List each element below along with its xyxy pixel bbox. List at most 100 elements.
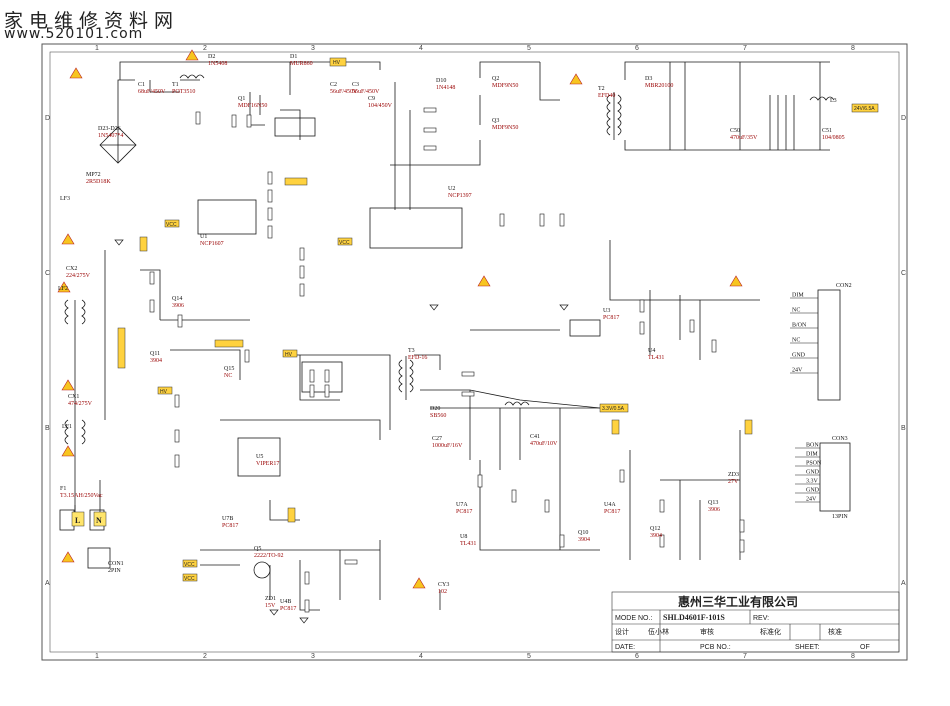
frame-column-1-bottom: 1 xyxy=(95,653,99,660)
net-vcc-2: VCC xyxy=(339,240,350,246)
frame-row-D: D xyxy=(45,115,50,122)
component-q5-value: 2222/TO-92 xyxy=(254,553,284,559)
warning-icon xyxy=(69,67,83,79)
component-u3-value: PC817 xyxy=(603,315,619,321)
component-d3-value: MBR20100 xyxy=(645,83,673,89)
component-q1-ref: Q1 xyxy=(238,96,245,102)
warning-icon xyxy=(569,73,583,85)
standard-label: 标准化 xyxy=(760,627,781,636)
frame-row-B: B xyxy=(45,425,50,432)
warning-icon xyxy=(185,49,199,61)
design-label: 设计 xyxy=(615,627,629,636)
frame-column-4: 4 xyxy=(419,45,423,52)
component-c27-value: 1000uF/16V xyxy=(432,443,463,449)
date-label: DATE: xyxy=(615,644,635,651)
component-u3-ref: U3 xyxy=(603,308,610,314)
component-c9-value: 104/450V xyxy=(368,103,393,109)
component-lf3-ref: LF3 xyxy=(60,196,70,202)
ac-terminal-n xyxy=(93,511,107,527)
frame-row-A-right: A xyxy=(901,580,906,587)
frame-row-D-right: D xyxy=(901,115,906,122)
component-d23-d26-ref: D23-D26 xyxy=(98,126,121,132)
frame-column-5-bottom: 5 xyxy=(527,653,531,660)
component-c50-ref: C50 xyxy=(730,128,740,134)
warning-icon xyxy=(57,281,71,293)
frame-column-2: 2 xyxy=(203,45,207,52)
frame-row-C: C xyxy=(45,270,50,277)
component-u8-ref: U8 xyxy=(460,534,467,540)
component-q14-value: 3906 xyxy=(172,303,184,309)
component-q3-value: MDF9N50 xyxy=(492,125,518,131)
component-d10-value: 1N4148 xyxy=(436,85,455,91)
component-d20-value: SB560 xyxy=(430,413,446,419)
component-d10-ref: D10 xyxy=(436,78,446,84)
component-u7b-ref: U7B xyxy=(222,516,233,522)
component-u7a-value: PC817 xyxy=(456,509,472,515)
component-q13-ref: Q13 xyxy=(708,500,718,506)
net-33v-out: 3.3V/0.5A xyxy=(602,406,625,412)
component-t1-ref: T1 xyxy=(172,82,179,88)
component-u5-ref: U5 xyxy=(256,454,263,460)
component-u4-ref: U4 xyxy=(648,348,655,354)
con3-pin-6: 24V xyxy=(806,497,817,503)
ic-u2 xyxy=(369,207,463,249)
drawing-inner-frame xyxy=(49,51,900,653)
net-vcc-3: VCC xyxy=(184,562,195,568)
warning-icon xyxy=(61,379,75,391)
drawing-frame xyxy=(41,43,908,661)
con3-pin-5: GND xyxy=(806,488,820,494)
ac-l-label: L xyxy=(75,516,80,525)
frame-row-C-right: C xyxy=(901,270,906,277)
ic-u5 xyxy=(237,437,281,477)
component-c41-value: 470uF/10V xyxy=(530,441,558,447)
frame-column-6: 6 xyxy=(635,45,639,52)
con2-pin-3: NC xyxy=(792,338,800,344)
component-c1-ref: C1 xyxy=(138,82,145,88)
con3-footer: 13PIN xyxy=(832,514,848,520)
model-label: MODE NO.: xyxy=(615,615,652,622)
component-cx1-value: 474/275V xyxy=(68,401,93,407)
warning-icon xyxy=(412,577,426,589)
component-u1-ref: U1 xyxy=(200,234,207,240)
con3-pin-4: 3.3V xyxy=(806,479,819,485)
warning-icon xyxy=(729,275,743,287)
net-hv-mid: HV xyxy=(285,352,293,358)
component-d1-ref: D1 xyxy=(290,54,297,60)
component-q2-ref: Q2 xyxy=(492,76,499,82)
net-vcc-1: VCC xyxy=(166,222,177,228)
con2-pin-2: B/ON xyxy=(792,323,807,329)
pcb-label: PCB NO.: xyxy=(700,644,731,651)
component-cy3-ref: CY3 xyxy=(438,582,449,588)
component-d20-ref: D20 xyxy=(430,406,440,412)
net-hv-top: HV xyxy=(333,60,341,66)
component-q11-value: 3904 xyxy=(150,358,162,364)
frame-column-7-bottom: 7 xyxy=(743,653,747,660)
component-labels: D21N5408D1MUR860C168uF/450VT1POT3510Q1MD… xyxy=(58,54,845,612)
component-c3-ref: C3 xyxy=(352,82,359,88)
component-zd3-value: 27V xyxy=(728,479,739,485)
component-q12-ref: Q12 xyxy=(650,526,660,532)
rev-label: REV: xyxy=(753,615,769,622)
component-c3-value: 56uF/450V xyxy=(352,89,380,95)
component-t2-value: EFD40 xyxy=(598,93,615,99)
component-c51-ref: C51 xyxy=(822,128,832,134)
component-d1-value: MUR860 xyxy=(290,61,313,67)
component-u7b-value: PC817 xyxy=(222,523,238,529)
con2-pin-5: 24V xyxy=(792,368,803,374)
component-q11-ref: Q11 xyxy=(150,351,160,357)
component-u7a-ref: U7A xyxy=(456,502,468,508)
con2-name: CON2 xyxy=(836,283,852,289)
connector-con3-body xyxy=(819,442,851,512)
frame-column-3: 3 xyxy=(311,45,315,52)
component-c2-ref: C2 xyxy=(330,82,337,88)
component-zd3-ref: ZD3 xyxy=(728,472,739,478)
con1-footer: 2PIN xyxy=(108,568,121,574)
frame-column-7: 7 xyxy=(743,45,747,52)
con2-pin-1: NC xyxy=(792,308,800,314)
con2-pin-4: GND xyxy=(792,353,806,359)
component-c27-ref: C27 xyxy=(432,436,442,442)
warning-icon xyxy=(61,233,75,245)
